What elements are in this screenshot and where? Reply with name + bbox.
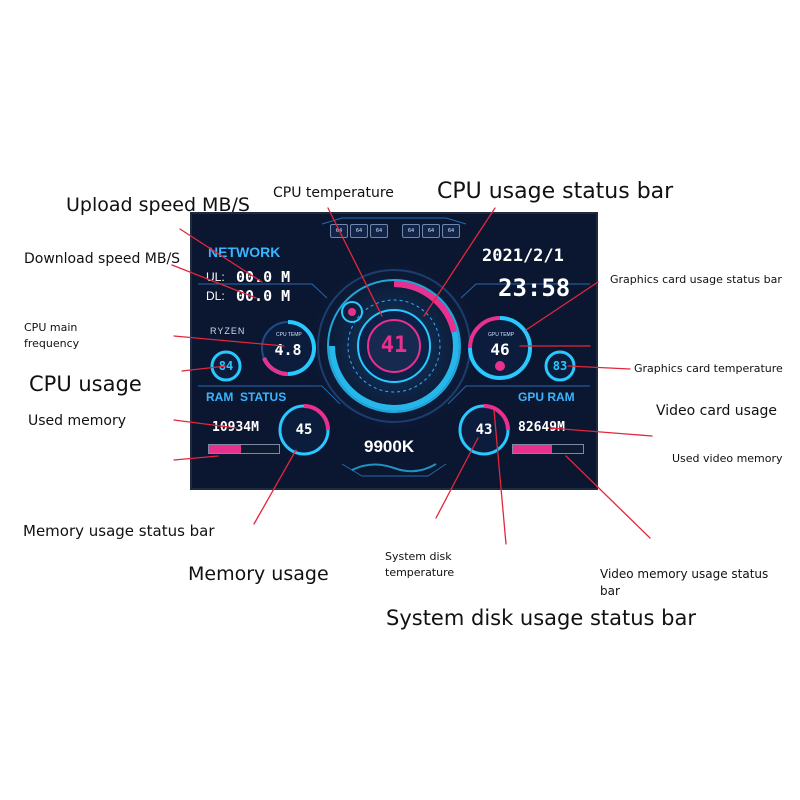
gpu-temperature-value: 83	[552, 359, 568, 373]
download-label: DL:	[206, 289, 225, 303]
callout-used-memory: Used memory	[28, 413, 126, 429]
callout-cpu-usage-bar: CPU usage status bar	[437, 179, 674, 204]
callout-cpu-usage: CPU usage	[29, 372, 142, 396]
callout-video-memory-bar-1: Video memory usage status	[600, 567, 769, 581]
callout-cpu-main-frequency-1: CPU main	[24, 321, 78, 334]
ram-status-title: RAM STATUS	[206, 390, 287, 404]
callout-graphics-card-temperature: Graphics card temperature	[634, 362, 783, 375]
memory-usage-bar	[208, 444, 280, 454]
cpu-frequency-gauge	[261, 320, 316, 376]
gpu-ram-title: GPU RAM	[518, 390, 575, 404]
gpu-usage-gauge	[468, 316, 532, 380]
cpu-frequency-label: CPU TEMP	[276, 332, 302, 338]
date-display: 2021/2/1	[482, 246, 564, 266]
callout-memory-usage: Memory usage	[188, 563, 329, 585]
callout-video-card-usage: Video card usage	[656, 403, 778, 419]
callout-system-disk-temperature-2: temperature	[385, 566, 455, 579]
upload-label: UL:	[206, 270, 225, 284]
cpu-brand-logo: RYZEN	[210, 326, 246, 336]
cpu-temperature-value: 41	[380, 333, 408, 358]
download-speed-value: 00.0 M	[236, 287, 291, 305]
callout-system-disk-usage-bar: System disk usage status bar	[386, 606, 697, 630]
disk-temperature-value: 43	[475, 422, 493, 438]
gpu-usage-value: 46	[490, 340, 510, 359]
callout-cpu-main-frequency-2: frequency	[24, 337, 80, 350]
status-chip: 64	[370, 224, 388, 238]
callout-download-speed: Download speed MB/S	[24, 251, 181, 267]
used-memory-value: 10934M	[212, 420, 259, 435]
video-memory-usage-bar	[512, 444, 584, 454]
monitor-screen: 64 64 64 64 64 64 NETWORK UL: 00.0 M DL:…	[190, 212, 598, 490]
status-chip: 64	[422, 224, 440, 238]
status-chip: 64	[350, 224, 368, 238]
ram-usage-gauge	[278, 404, 330, 456]
time-display: 23:58	[498, 274, 571, 302]
callout-video-memory-bar-2: bar	[600, 584, 620, 598]
callout-system-disk-temperature-1: System disk	[385, 550, 452, 563]
network-title: NETWORK	[208, 244, 281, 260]
callout-graphics-card-usage-bar: Graphics card usage status bar	[610, 273, 782, 286]
cpu-model-label: 9900K	[364, 437, 415, 456]
status-chip: 64	[402, 224, 420, 238]
cpu-frequency-value: 4.8	[274, 341, 302, 359]
callout-used-video-memory: Used video memory	[672, 452, 783, 465]
upload-speed-value: 00.0 M	[236, 268, 291, 286]
callout-cpu-temperature: CPU temperature	[273, 185, 394, 201]
memory-usage-value: 45	[295, 422, 313, 438]
cpu-usage-value: 84	[218, 359, 234, 373]
callout-memory-usage-bar: Memory usage status bar	[23, 522, 215, 540]
used-video-memory-value: 82649M	[518, 420, 565, 435]
status-chip: 64	[442, 224, 460, 238]
callout-upload-speed: Upload speed MB/S	[66, 194, 250, 216]
gpu-gauge-label: GPU TEMP	[488, 332, 515, 338]
status-chip: 64	[330, 224, 348, 238]
